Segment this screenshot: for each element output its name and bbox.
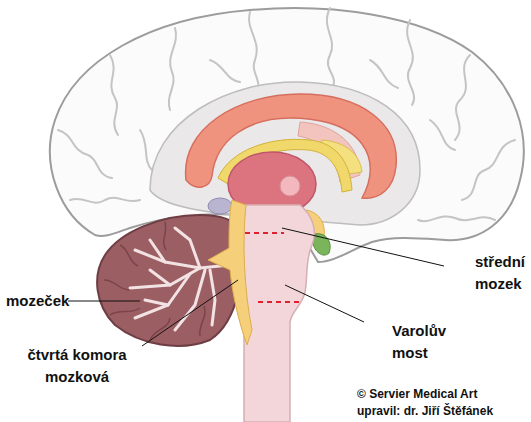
- boundary-dash: [245, 232, 284, 234]
- arbor-vitae: [130, 228, 230, 330]
- sulcus: [327, 8, 334, 88]
- structure-label: střední mozek: [475, 251, 487, 295]
- arbor-branch: [130, 268, 200, 288]
- leader-line: [142, 280, 238, 346]
- sulcus: [418, 216, 495, 221]
- sulcus: [110, 55, 118, 135]
- structure-label: mozeček: [6, 291, 18, 311]
- medial-region: [150, 82, 420, 225]
- sulcus: [169, 28, 176, 110]
- cerebellar-folia: [104, 222, 205, 340]
- sulcus: [430, 120, 455, 150]
- folium: [110, 308, 140, 315]
- pineal-body: [208, 198, 232, 214]
- copyright-note: © Servier Medical Art upravil: dr. Jiří …: [357, 386, 496, 420]
- folium: [104, 280, 130, 290]
- sulcus: [370, 60, 398, 88]
- leader-line: [285, 285, 364, 322]
- sulcus: [407, 20, 414, 105]
- sulcus: [210, 60, 240, 82]
- sulcus: [249, 12, 259, 92]
- interthalamic-adhesion: [280, 176, 300, 196]
- arbor-branch: [150, 270, 170, 285]
- folium: [164, 222, 166, 250]
- arbor-branch: [145, 300, 168, 305]
- leader-line: [68, 301, 140, 302]
- arbor-branch: [175, 228, 200, 268]
- sulcus: [58, 130, 112, 178]
- arbor-branch: [150, 240, 165, 262]
- folium: [200, 306, 205, 336]
- sulcus: [70, 198, 140, 203]
- cerebellum: [97, 215, 242, 346]
- sulcus: [455, 55, 470, 140]
- structure-label: Varolův most: [392, 320, 404, 364]
- corpus-callosum: [186, 94, 397, 198]
- sulcus: [462, 140, 515, 200]
- leader-line: [282, 228, 444, 266]
- sulcus: [140, 130, 152, 170]
- folium: [120, 245, 138, 266]
- fourth-ventricle: [208, 200, 252, 345]
- structure-label: čtvrtá komora mozková: [26, 344, 128, 388]
- boundary-dash: [258, 301, 302, 303]
- gyri: [58, 8, 515, 221]
- arbor-branch: [175, 270, 205, 330]
